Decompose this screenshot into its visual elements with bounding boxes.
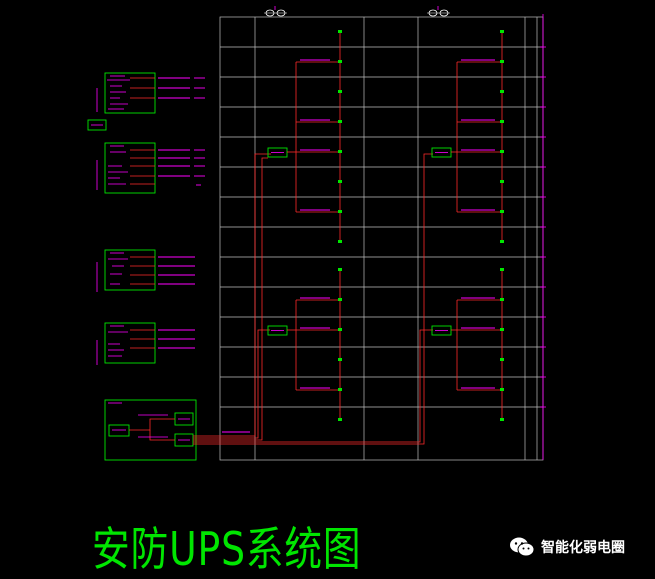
floor-box-right-lower bbox=[431, 325, 452, 336]
ups-cabinet bbox=[104, 399, 197, 461]
drawing-title: 安防UPS系统图 bbox=[92, 522, 362, 576]
panel-3 bbox=[96, 249, 195, 292]
axis-marker-left bbox=[264, 6, 287, 17]
floor-box-left-lower bbox=[267, 325, 288, 336]
panel-1-aux bbox=[87, 119, 107, 131]
panel-4 bbox=[96, 322, 195, 365]
branch-right-upper bbox=[451, 30, 504, 243]
branch-left-upper bbox=[287, 30, 342, 243]
floor-box-right-upper bbox=[431, 147, 452, 158]
trunk-cables bbox=[193, 153, 433, 445]
panel-1 bbox=[96, 72, 205, 114]
floor-box-left-upper bbox=[267, 147, 288, 158]
watermark-text: 智能化弱电圈 bbox=[541, 540, 625, 556]
floor-grid bbox=[219, 16, 544, 461]
axis-marker-right bbox=[427, 6, 450, 17]
watermark: 智能化弱电圈 bbox=[509, 536, 625, 558]
branch-left-lower bbox=[287, 268, 342, 421]
floor-ticks bbox=[540, 14, 546, 460]
panel-2 bbox=[96, 142, 205, 194]
wechat-icon bbox=[510, 537, 535, 557]
branch-right-lower bbox=[451, 268, 504, 421]
